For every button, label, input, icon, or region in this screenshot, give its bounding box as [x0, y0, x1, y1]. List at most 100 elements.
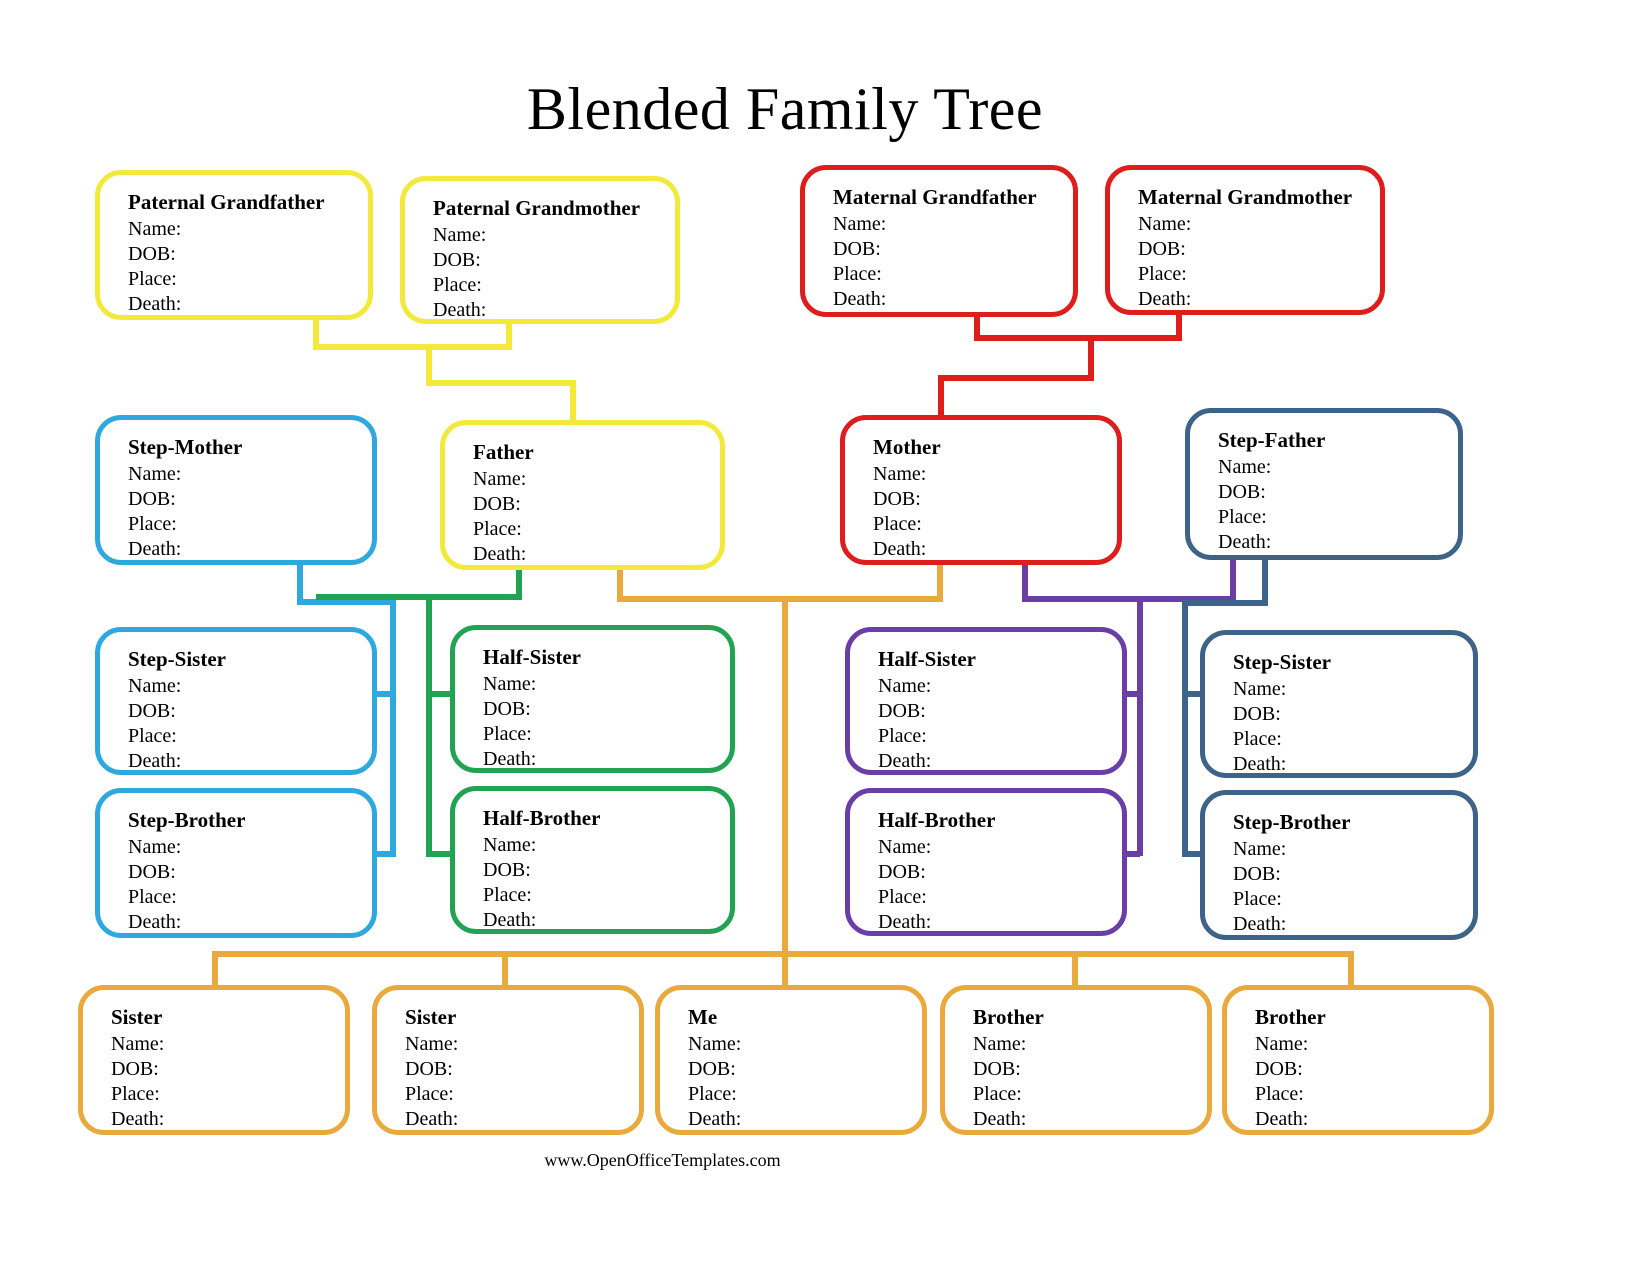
footer-url: www.OpenOfficeTemplates.com	[544, 1150, 781, 1170]
field-label: DOB:	[973, 1058, 1021, 1080]
line-segment	[974, 335, 1182, 341]
node-fields: Name:DOB:Place:Death:	[1138, 212, 1372, 312]
node-title: Step-Brother	[128, 808, 246, 832]
node-title: Me	[688, 1005, 718, 1029]
line-segment	[782, 951, 788, 987]
field-label: Name:	[1218, 456, 1272, 478]
node-title: Half-Brother	[878, 808, 996, 832]
field-label: Name:	[405, 1033, 459, 1055]
node-half-sister-left: Half-Sister Name:DOB:Place:Death:	[450, 625, 735, 773]
field-label: Name:	[878, 675, 932, 697]
line-segment	[1182, 600, 1188, 856]
line-segment	[390, 599, 396, 857]
node-title: Step-Brother	[1233, 810, 1351, 834]
node-sister-2: Sister Name:DOB:Place:Death:	[372, 985, 644, 1135]
field-label: Name:	[688, 1033, 742, 1055]
line-segment	[377, 851, 393, 857]
line-segment	[426, 594, 432, 856]
field-label: DOB:	[433, 249, 481, 271]
line-segment	[1137, 596, 1143, 856]
node-title: Father	[473, 440, 534, 464]
field-label: Place:	[111, 1083, 160, 1105]
node-fields: Name:DOB:Place:Death:	[873, 462, 1109, 562]
node-title: Brother	[973, 1005, 1044, 1029]
node-step-sister-right: Step-Sister Name:DOB:Place:Death:	[1200, 630, 1478, 778]
line-segment	[516, 570, 522, 600]
line-segment	[297, 599, 396, 605]
node-fields: Name:DOB:Place:Death:	[483, 672, 722, 772]
node-brother-1: Brother Name:DOB:Place:Death:	[940, 985, 1212, 1135]
node-fields: Name:DOB:Place:Death:	[128, 835, 364, 935]
field-label: Name:	[1233, 678, 1287, 700]
field-label: DOB:	[1218, 481, 1266, 503]
node-title: Mother	[873, 435, 941, 459]
node-fields: Name:DOB:Place:Death:	[128, 217, 360, 317]
line-segment	[426, 851, 454, 857]
field-label: Death:	[473, 543, 527, 565]
field-label: Name:	[1255, 1033, 1309, 1055]
field-label: Death:	[405, 1108, 459, 1130]
line-segment	[617, 570, 623, 602]
line-segment	[570, 380, 576, 424]
node-fields: Name:DOB:Place:Death:	[111, 1032, 337, 1132]
node-step-father: Step-Father Name:DOB:Place:Death:	[1185, 408, 1463, 560]
line-segment	[506, 324, 512, 350]
field-label: DOB:	[473, 493, 521, 515]
line-segment	[1022, 596, 1236, 602]
field-label: Death:	[483, 748, 537, 770]
field-label: Name:	[873, 463, 927, 485]
node-maternal-grandmother: Maternal Grandmother Name:DOB:Place:Deat…	[1105, 165, 1385, 315]
field-label: Death:	[973, 1108, 1027, 1130]
field-label: Death:	[128, 750, 182, 772]
line-segment	[1088, 335, 1094, 381]
line-segment	[1072, 951, 1078, 987]
field-label: DOB:	[873, 488, 921, 510]
line-segment	[502, 951, 508, 987]
line-segment	[938, 375, 944, 419]
node-me: Me Name:DOB:Place:Death:	[655, 985, 927, 1135]
node-title: Maternal Grandmother	[1138, 185, 1353, 209]
field-label: Death:	[833, 288, 887, 310]
field-label: Name:	[128, 463, 182, 485]
field-label: DOB:	[128, 861, 176, 883]
node-fields: Name:DOB:Place:Death:	[128, 462, 364, 562]
field-label: Place:	[878, 725, 927, 747]
field-label: Place:	[405, 1083, 454, 1105]
field-label: Place:	[483, 723, 532, 745]
node-half-brother-right: Half-Brother Name:DOB:Place:Death:	[845, 788, 1127, 936]
field-label: Place:	[128, 513, 177, 535]
node-mother: Mother Name:DOB:Place:Death:	[840, 415, 1122, 565]
field-label: Place:	[873, 513, 922, 535]
field-label: Place:	[973, 1083, 1022, 1105]
field-label: Death:	[1138, 288, 1192, 310]
node-half-sister-right: Half-Sister Name:DOB:Place:Death:	[845, 627, 1127, 775]
field-label: Death:	[128, 293, 182, 315]
node-fields: Name:DOB:Place:Death:	[483, 833, 722, 933]
line-segment	[1022, 565, 1028, 602]
field-label: Place:	[128, 268, 177, 290]
field-label: Place:	[1138, 263, 1187, 285]
line-segment	[313, 318, 319, 350]
node-half-brother-left: Half-Brother Name:DOB:Place:Death:	[450, 786, 735, 934]
field-label: DOB:	[1233, 863, 1281, 885]
field-label: Place:	[1233, 888, 1282, 910]
field-label: Name:	[833, 213, 887, 235]
node-title: Sister	[111, 1005, 163, 1029]
line-segment	[297, 565, 303, 605]
field-label: DOB:	[483, 859, 531, 881]
field-label: Name:	[128, 675, 182, 697]
line-segment	[1124, 691, 1140, 697]
line-segment	[212, 951, 218, 987]
node-title: Maternal Grandfather	[833, 185, 1037, 209]
field-label: Name:	[111, 1033, 165, 1055]
node-brother-2: Brother Name:DOB:Place:Death:	[1222, 985, 1494, 1135]
line-segment	[313, 344, 512, 350]
field-label: Place:	[433, 274, 482, 296]
field-label: DOB:	[111, 1058, 159, 1080]
node-fields: Name:DOB:Place:Death:	[433, 223, 667, 323]
node-title: Step-Mother	[128, 435, 243, 459]
field-label: Death:	[1218, 531, 1272, 553]
node-fields: Name:DOB:Place:Death:	[688, 1032, 914, 1132]
field-label: Name:	[1233, 838, 1287, 860]
field-label: DOB:	[688, 1058, 736, 1080]
